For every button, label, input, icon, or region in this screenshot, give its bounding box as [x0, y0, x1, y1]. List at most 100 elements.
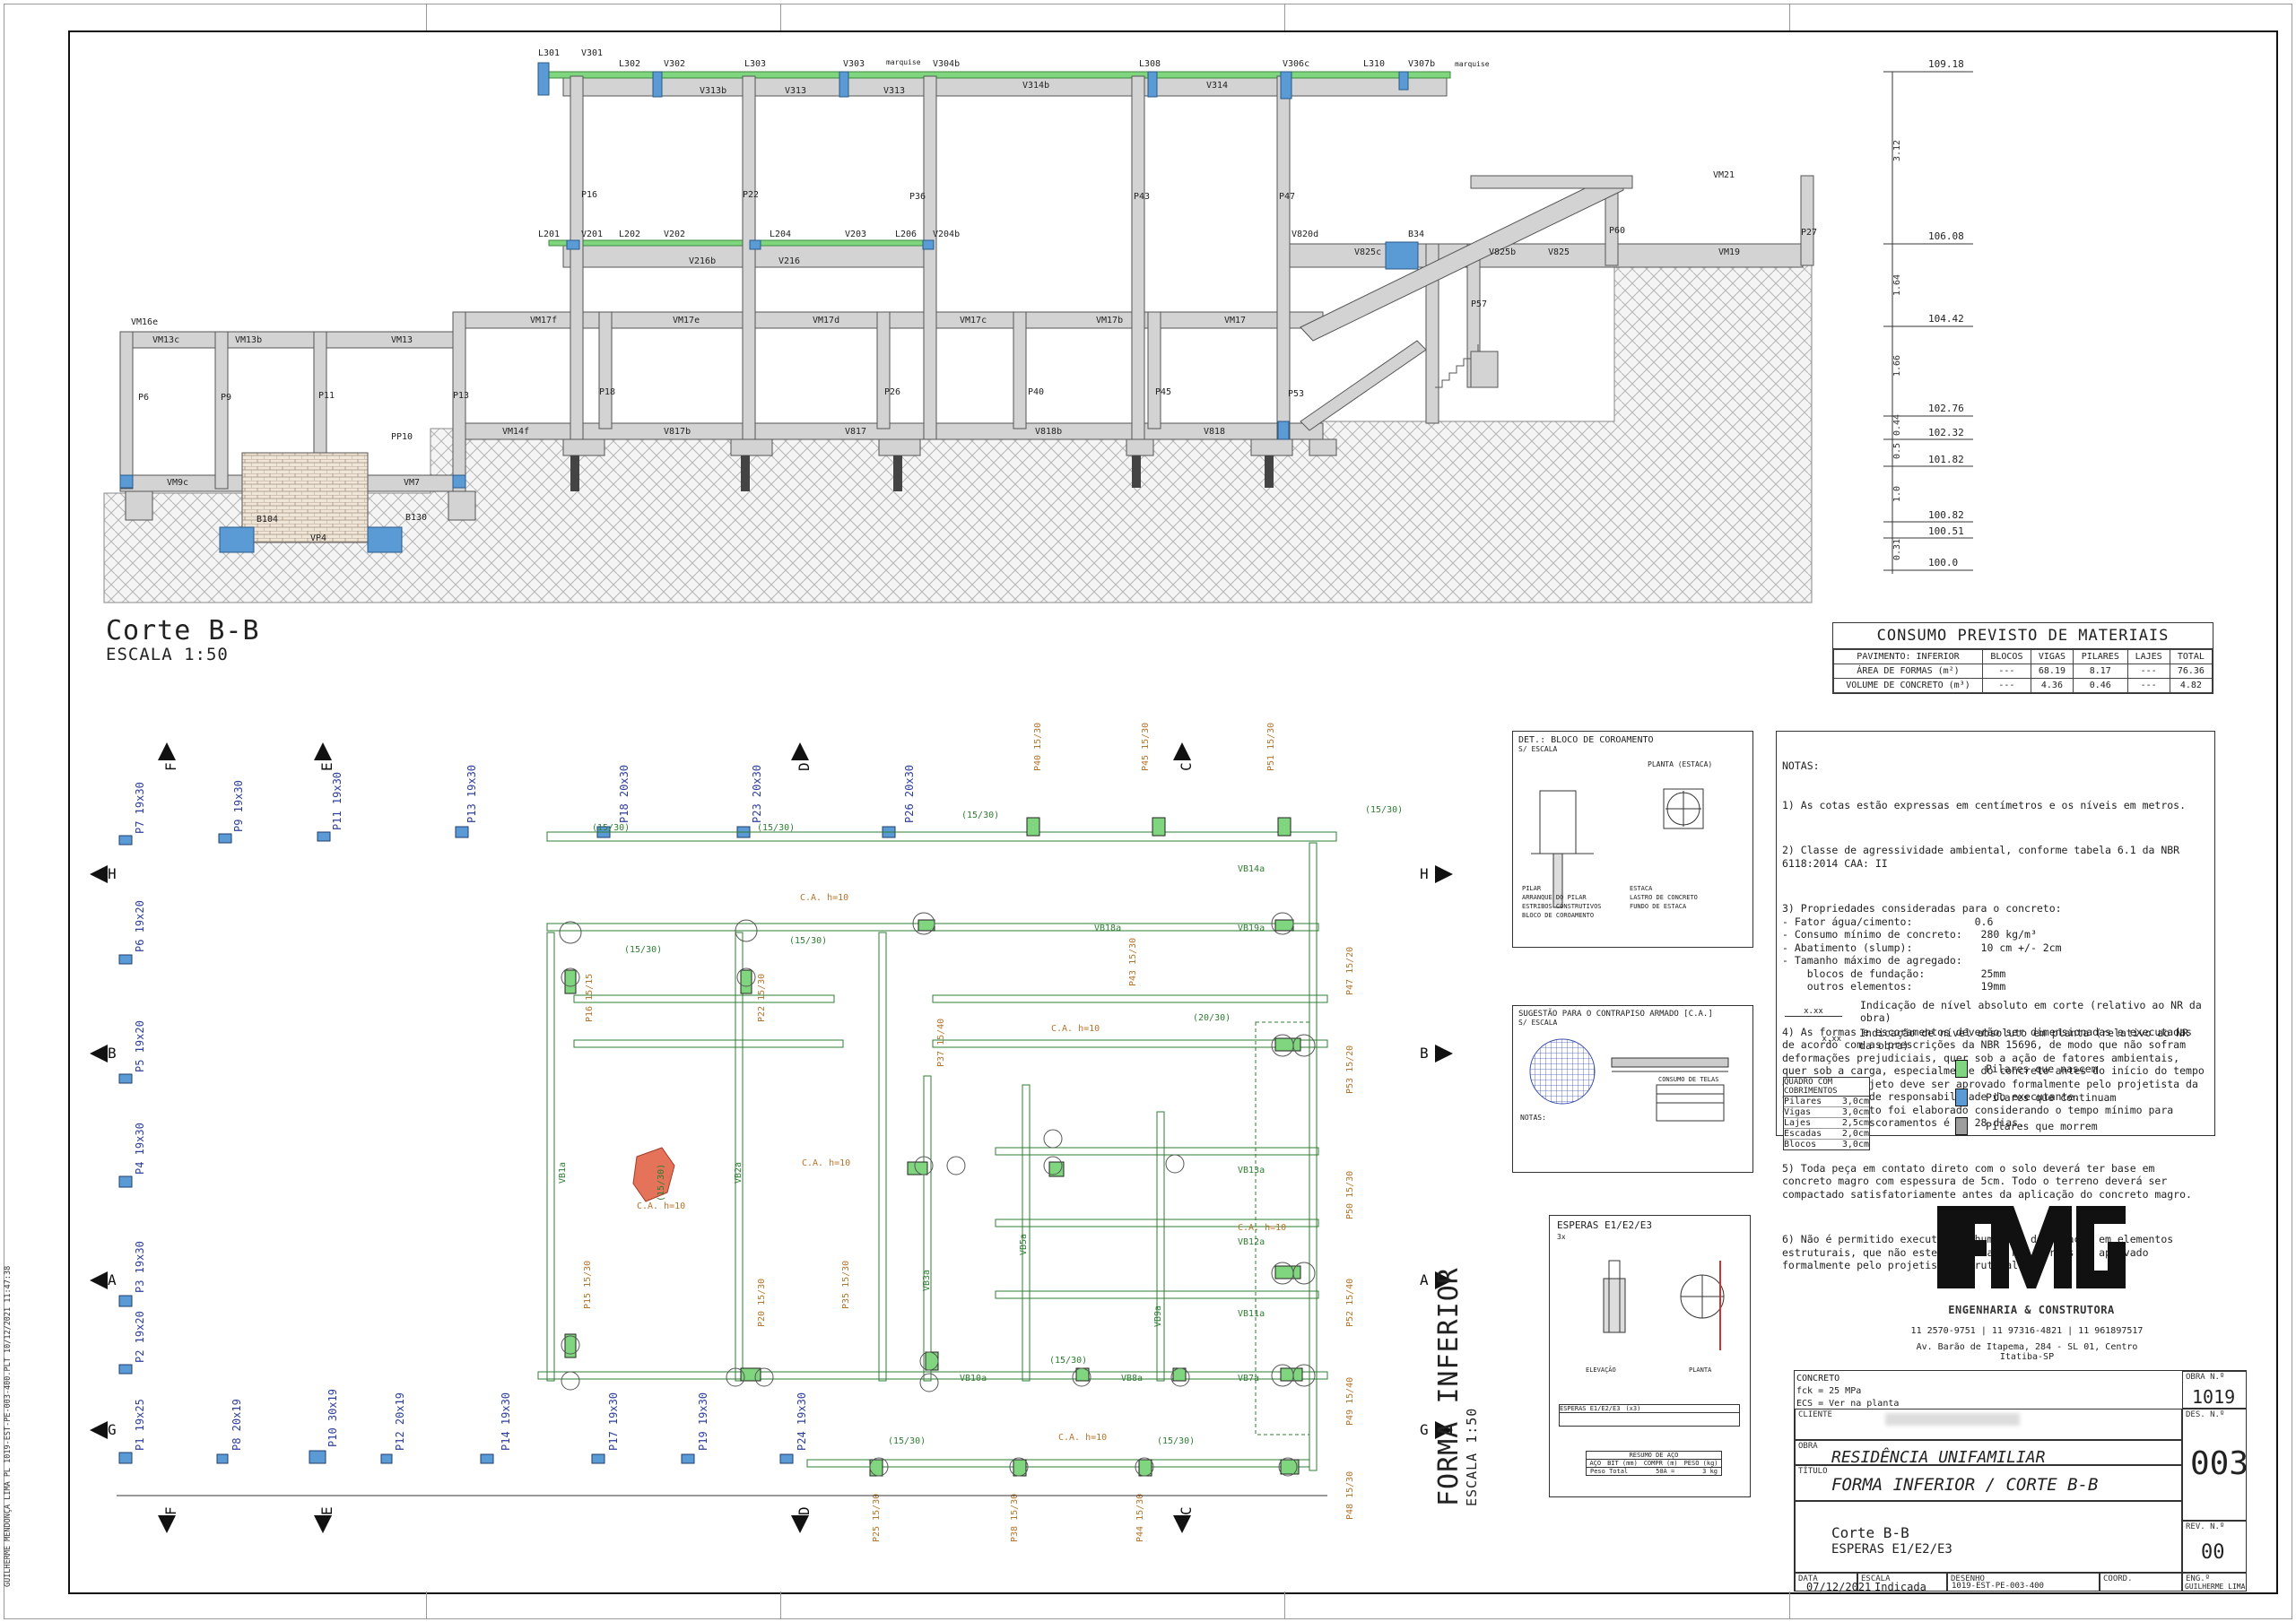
pillar-continuam-swatch: [1955, 1089, 1968, 1106]
svg-text:P26: P26: [884, 387, 900, 397]
pillar-tag: P7 19x30: [134, 782, 146, 834]
section-mark: C: [1178, 762, 1195, 771]
data-cell: DATA 07/12/2021: [1795, 1573, 1871, 1593]
titulo-cell: TÍTULO FORMA INFERIOR / CORTE B-B: [1795, 1465, 2182, 1501]
mat-cell: VOLUME DE CONCRETO (m³): [1833, 678, 1983, 693]
svg-text:P22 15/30: P22 15/30: [757, 974, 767, 1022]
svg-text:(15/30): (15/30): [1049, 1356, 1087, 1366]
svg-text:P50 15/30: P50 15/30: [1345, 1171, 1355, 1219]
esperas-title: ESPERAS E1/E2/E3: [1557, 1219, 1652, 1231]
svg-text:1.0: 1.0: [1892, 486, 1902, 502]
svg-text:PP10: PP10: [391, 432, 413, 442]
svg-text:P51 15/30: P51 15/30: [1266, 723, 1276, 771]
pillar-tag: P3 19x30: [134, 1241, 146, 1293]
company-name: ENGENHARIA & CONSTRUTORA: [1948, 1304, 2115, 1316]
detail-bloco: DET.: BLOCO DE COROAMENTO S/ ESCALA PLAN…: [1512, 731, 1753, 948]
esperas-table-title: ESPERAS E1/E2/E3: [1560, 1405, 1621, 1412]
svg-text:P37 15/40: P37 15/40: [936, 1019, 946, 1067]
pillar-morrem-swatch: [1955, 1117, 1968, 1135]
section-title: Corte B-B: [106, 615, 260, 646]
level-cut-icon: x.xx: [1785, 1007, 1842, 1017]
pillar-tag: P8 20x19: [230, 1399, 243, 1451]
pillar-tag: P13 19x30: [465, 765, 478, 823]
resumo-aco: RESUMO DE AÇO AÇO BIT (mm) COMPR (m) PES…: [1586, 1451, 1722, 1476]
pillar-tag: P14 19x30: [500, 1392, 512, 1451]
svg-text:3.12: 3.12: [1892, 140, 1902, 161]
esperas-table-qty: (x3): [1625, 1405, 1641, 1412]
svg-text:VB12a: VB12a: [1238, 1237, 1265, 1247]
pillar-tag: P26 20x30: [903, 765, 916, 823]
svg-text:VP4: VP4: [310, 533, 326, 543]
svg-text:P47 15/20: P47 15/20: [1345, 947, 1355, 995]
level-values: 109.18 106.08 104.42 102.76 102.32 101.8…: [1928, 58, 1964, 568]
level-plan-icon: x.xx: [1822, 1035, 1842, 1044]
cover-value: 2,5cm: [1841, 1118, 1869, 1128]
svg-text:VB5a: VB5a: [1019, 1234, 1029, 1255]
titulo-label: TÍTULO: [1798, 1467, 1828, 1476]
eng-value: GUILHERME LIMA: [2185, 1583, 2246, 1591]
subtitle-1: Corte B-B: [1831, 1524, 1909, 1541]
svg-text:P25 15/30: P25 15/30: [872, 1494, 882, 1542]
svg-text:V203: V203: [845, 230, 866, 239]
cover-value: 2,0cm: [1841, 1129, 1869, 1139]
svg-text:VB13a: VB13a: [1238, 1166, 1265, 1175]
svg-text:VM16e: VM16e: [131, 317, 158, 327]
svg-text:VB2a: VB2a: [734, 1162, 744, 1184]
plan-title-block: FORMA INFERIOR ESCALA 1:50: [1433, 1237, 1480, 1506]
svg-text:VM17d: VM17d: [813, 316, 839, 325]
svg-text:VM14f: VM14f: [502, 427, 529, 437]
sheet-border: [68, 30, 2278, 1594]
rev-n-value: 00: [2201, 1541, 2225, 1564]
esperas-plant-label: PLANTA: [1689, 1366, 1712, 1374]
svg-text:VM9c: VM9c: [167, 478, 188, 488]
svg-text:VB14a: VB14a: [1238, 864, 1265, 874]
svg-text:P15 15/30: P15 15/30: [583, 1261, 593, 1309]
plan-drawing: P7 19x30 P9 19x30 P11 19x30 P6 19x20 P5 …: [90, 723, 1453, 1542]
obra-n-label: OBRA N.º: [2186, 1373, 2225, 1382]
svg-text:L302: L302: [619, 59, 640, 69]
cover-label: Lajes: [1784, 1118, 1812, 1128]
section-mark: A: [108, 1271, 117, 1288]
obra-n-cell: OBRA N.º 1019: [2182, 1371, 2247, 1409]
svg-text:P6: P6: [138, 393, 149, 403]
svg-text:V818: V818: [1204, 427, 1225, 437]
pillar-tag: P23 20x30: [751, 765, 763, 823]
svg-text:VB11a: VB11a: [1238, 1309, 1265, 1319]
svg-text:P43: P43: [1134, 192, 1150, 202]
svg-text:B130: B130: [405, 513, 427, 523]
pillar-tag: P10 30x19: [326, 1389, 339, 1447]
mat-cell: 0.46: [2073, 678, 2128, 693]
svg-text:C.A. h=10: C.A. h=10: [1058, 1433, 1107, 1443]
svg-text:L301: L301: [538, 48, 560, 58]
level-value: 106.08: [1928, 230, 1964, 242]
esperas-table: ESPERAS E1/E2/E3 (x3): [1559, 1404, 1740, 1427]
cover-label: Vigas: [1784, 1107, 1812, 1117]
detail-contrapiso: SUGESTÃO PARA O CONTRAPISO ARMADO [C.A.]…: [1512, 1005, 1753, 1173]
pillar-tag: P9 19x30: [232, 780, 245, 832]
eng-label: ENG.º: [2186, 1574, 2211, 1583]
svg-text:L201: L201: [538, 230, 560, 239]
svg-text:1.66: 1.66: [1892, 355, 1902, 377]
pillar-legend-label: Pilares que nascem: [1986, 1063, 2098, 1075]
svg-text:V303: V303: [843, 59, 865, 69]
resumo-header: COMPR (m): [1643, 1460, 1678, 1467]
svg-text:L308: L308: [1139, 59, 1161, 69]
svg-text:VB10a: VB10a: [960, 1374, 987, 1383]
legend-item: ESTACA: [1630, 885, 1653, 892]
concreto-ecs: ECS = Ver na planta: [1796, 1399, 1900, 1409]
cover-value: 3,0cm: [1841, 1107, 1869, 1117]
pillar-tag: P18 20x30: [618, 765, 631, 823]
coord-label: COORD.: [2103, 1574, 2133, 1583]
svg-text:0.31: 0.31: [1892, 539, 1902, 560]
notes-title: NOTAS:: [1782, 759, 1820, 772]
notes-panel: NOTAS: 1) As cotas estão expressas em ce…: [1776, 731, 2215, 1271]
title-block: CONCRETO fck = 25 MPa ECS = Ver na plant…: [1794, 1370, 2248, 1593]
svg-text:VM13: VM13: [391, 335, 413, 345]
peso-total-pct: 50A =: [1656, 1468, 1675, 1475]
legend-item: LASTRO DE CONCRETO: [1630, 894, 1698, 901]
section-scale: ESCALA 1:50: [106, 645, 229, 664]
legend-level-plan: Indicação de nível absoluto em planta (r…: [1859, 1027, 2189, 1052]
subtitle-cell: Corte B-B ESPERAS E1/E2/E3: [1795, 1501, 2182, 1573]
svg-text:P38 15/30: P38 15/30: [1010, 1494, 1020, 1542]
svg-text:P60: P60: [1609, 226, 1625, 236]
